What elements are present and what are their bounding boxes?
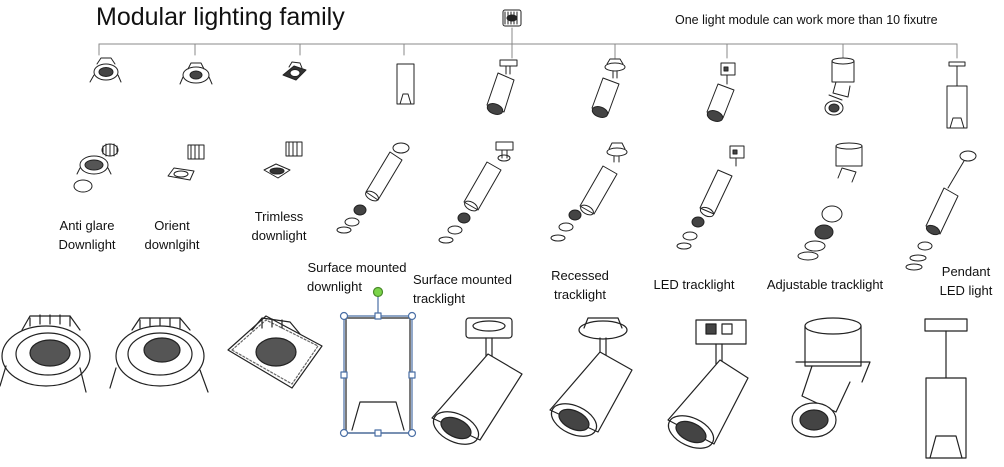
exploded-led-tracklight — [677, 146, 744, 249]
selection-handles — [341, 288, 416, 437]
large-anti-glare-downlight — [0, 315, 90, 392]
label-surface-mounted-tracklight: Surface mounted tracklight — [413, 272, 513, 306]
module-note: One light module can work more than 10 f… — [675, 13, 938, 27]
tree-connector — [99, 28, 957, 58]
small-surface-downlight-icon — [397, 64, 414, 104]
label-trimless-downlight: Trimless downlight — [251, 209, 307, 243]
small-pendant-icon — [947, 62, 967, 128]
large-surface-downlight-selected — [341, 288, 416, 437]
large-led-tracklight — [663, 320, 748, 455]
label-recessed-tracklight: Recessed tracklight — [551, 268, 609, 302]
small-surface-tracklight-icon — [486, 60, 517, 116]
large-trimless-downlight — [228, 316, 322, 388]
small-trimless-icon — [283, 62, 306, 80]
exploded-orient — [168, 145, 204, 180]
label-orient-downlight: Orient downlgiht — [144, 218, 200, 252]
light-module-icon — [503, 10, 521, 26]
large-pendant-light — [925, 319, 967, 458]
small-adjustable-tracklight-icon — [825, 58, 854, 115]
exploded-pendant — [906, 151, 976, 270]
label-adjustable-tracklight: Adjustable tracklight — [766, 277, 884, 292]
large-recessed-tracklight — [546, 318, 632, 443]
small-led-tracklight-icon — [706, 63, 735, 123]
exploded-surface-tracklight — [439, 142, 513, 243]
large-surface-tracklight — [428, 318, 522, 451]
small-orient-icon — [180, 63, 212, 84]
large-orient-downlight — [110, 318, 208, 392]
label-led-tracklight: LED tracklight — [653, 277, 735, 292]
exploded-adjustable-tracklight — [798, 143, 862, 260]
large-adjustable-tracklight — [792, 318, 870, 437]
label-pendant-led-light: Pendant LED light — [939, 264, 993, 298]
small-recessed-tracklight-icon — [591, 59, 625, 119]
diagram-title: Modular lighting family — [96, 3, 345, 31]
exploded-trimless — [264, 142, 302, 178]
label-surface-mounted-downlight: Surface mounted downlight — [307, 260, 407, 294]
exploded-recessed-tracklight — [551, 143, 627, 241]
label-anti-glare-downlight: Anti glare Downlight — [58, 218, 116, 252]
small-anti-glare-icon — [90, 58, 121, 82]
exploded-surface-downlight — [337, 143, 409, 233]
exploded-anti-glare — [74, 144, 118, 192]
